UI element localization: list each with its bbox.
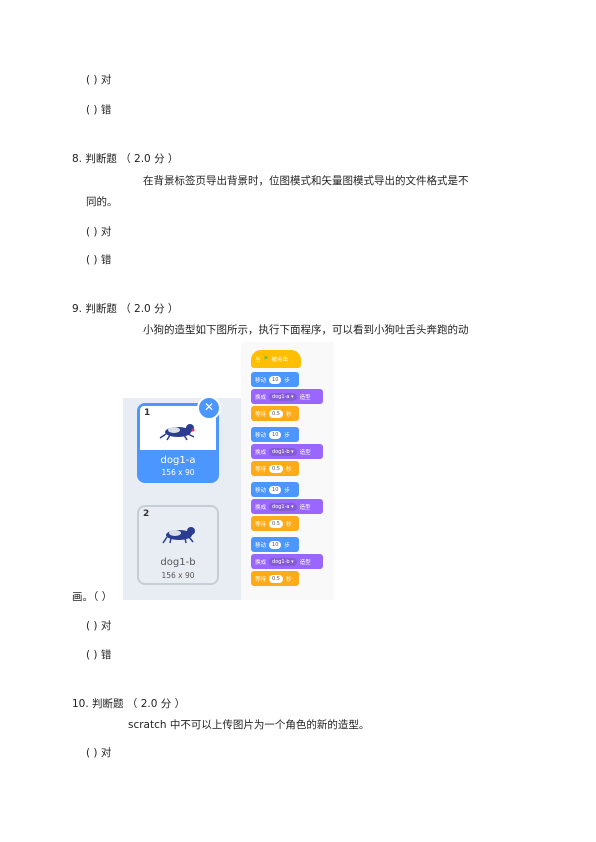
- trash-icon: ✕: [203, 400, 215, 414]
- wait-block[interactable]: 等待 0.5 秒: [251, 461, 299, 476]
- switch-costume-block[interactable]: 换成 dog1-a ▾ 造型: [251, 389, 323, 404]
- move-steps-input[interactable]: 10: [269, 430, 282, 439]
- move-unit: 步: [284, 432, 290, 439]
- costume-name: dog1-a: [160, 455, 196, 466]
- question-8-header: 8. 判断题 （ 2.0 分 ）: [72, 153, 179, 165]
- switch-costume-block[interactable]: 换成 dog1-b ▾ 造型: [251, 554, 323, 569]
- question-10-text: scratch 中不可以上传图片为一个角色的新的造型。: [128, 719, 370, 731]
- option-true[interactable]: ( ) 对: [86, 74, 112, 86]
- wait-seconds-input[interactable]: 0.5: [269, 574, 283, 583]
- costume-number: 1: [144, 408, 151, 418]
- move-steps-input[interactable]: 10: [269, 540, 282, 549]
- move-block[interactable]: 移动 10 步: [251, 427, 299, 442]
- move-steps-input[interactable]: 10: [269, 375, 282, 384]
- wait-block[interactable]: 等待 0.5 秒: [251, 406, 299, 421]
- wait-seconds-input[interactable]: 0.5: [269, 409, 283, 418]
- wait-label: 等待: [255, 411, 267, 418]
- switch-unit: 造型: [299, 449, 311, 456]
- move-block[interactable]: 移动 10 步: [251, 372, 299, 387]
- hat-label-2: 被点击: [271, 357, 288, 363]
- wait-label: 等待: [255, 576, 267, 583]
- wait-label: 等待: [255, 466, 267, 473]
- costume-panel: 1 dog1-a 156 x 90 2 dog1-b 156 x 90: [123, 398, 241, 600]
- option-false[interactable]: ( ) 错: [86, 104, 112, 116]
- costume-dropdown[interactable]: dog1-a ▾: [269, 502, 297, 511]
- switch-label: 换成: [255, 504, 267, 511]
- switch-unit: 造型: [299, 394, 311, 401]
- move-label: 移动: [255, 377, 267, 384]
- green-flag-icon: ⚑: [263, 356, 269, 362]
- question-9-header: 9. 判断题 （ 2.0 分 ）: [72, 303, 179, 315]
- question-9-text-cont: 画。（ ）: [72, 591, 113, 603]
- wait-unit: 秒: [285, 521, 292, 528]
- move-unit: 步: [284, 377, 290, 384]
- move-unit: 步: [284, 542, 290, 549]
- wait-unit: 秒: [285, 411, 292, 418]
- move-steps-input[interactable]: 10: [269, 485, 282, 494]
- question-8-text-cont: 同的。: [86, 196, 118, 208]
- costume-size: 156 x 90: [161, 468, 195, 477]
- switch-costume-block[interactable]: 换成 dog1-a ▾ 造型: [251, 499, 323, 514]
- costume-dropdown[interactable]: dog1-b ▾: [269, 447, 297, 456]
- question-10-header: 10. 判断题 （ 2.0 分 ）: [72, 698, 186, 710]
- costume-item-dog1-b[interactable]: 2 dog1-b 156 x 90: [137, 505, 219, 585]
- switch-unit: 造型: [299, 559, 311, 566]
- question-8-text: 在背景标签页导出背景时，位图模式和矢量图模式导出的文件格式是不: [143, 175, 469, 187]
- question-9-text: 小狗的造型如下图所示，执行下面程序，可以看到小狗吐舌头奔跑的动: [143, 324, 469, 336]
- move-unit: 步: [284, 487, 290, 494]
- move-label: 移动: [255, 432, 267, 439]
- when-flag-clicked-block[interactable]: 当 ⚑ 被点击: [251, 350, 301, 368]
- costume-dropdown[interactable]: dog1-a ▾: [269, 392, 297, 401]
- question-9-option-true[interactable]: ( ) 对: [86, 620, 112, 632]
- wait-label: 等待: [255, 521, 267, 528]
- switch-label: 换成: [255, 394, 267, 401]
- move-label: 移动: [255, 487, 267, 494]
- dog-icon: [162, 527, 195, 544]
- costume-dropdown[interactable]: dog1-b ▾: [269, 557, 297, 566]
- move-label: 移动: [255, 542, 267, 549]
- costume-name: dog1-b: [160, 557, 196, 568]
- wait-block[interactable]: 等待 0.5 秒: [251, 516, 299, 531]
- switch-label: 换成: [255, 449, 267, 456]
- wait-block[interactable]: 等待 0.5 秒: [251, 571, 299, 586]
- move-block[interactable]: 移动 10 步: [251, 537, 299, 552]
- move-block[interactable]: 移动 10 步: [251, 482, 299, 497]
- question-8-option-true[interactable]: ( ) 对: [86, 226, 112, 238]
- switch-label: 换成: [255, 559, 267, 566]
- script-area: 当 ⚑ 被点击 移动 10 步 换成 dog1-a ▾ 造型 等待 0.5 秒 …: [241, 342, 334, 600]
- switch-costume-block[interactable]: 换成 dog1-b ▾ 造型: [251, 444, 323, 459]
- delete-costume-button[interactable]: ✕: [197, 396, 221, 420]
- costume-number: 2: [143, 509, 150, 519]
- wait-seconds-input[interactable]: 0.5: [269, 519, 283, 528]
- wait-seconds-input[interactable]: 0.5: [269, 464, 283, 473]
- hat-label: 当: [255, 357, 261, 363]
- costume-size: 156 x 90: [161, 571, 195, 580]
- wait-unit: 秒: [285, 576, 292, 583]
- question-8-option-false[interactable]: ( ) 错: [86, 254, 112, 266]
- wait-unit: 秒: [285, 466, 292, 473]
- question-9-option-false[interactable]: ( ) 错: [86, 649, 112, 661]
- switch-unit: 造型: [299, 504, 311, 511]
- question-10-option-true[interactable]: ( ) 对: [86, 747, 112, 759]
- dog-icon: [159, 424, 195, 441]
